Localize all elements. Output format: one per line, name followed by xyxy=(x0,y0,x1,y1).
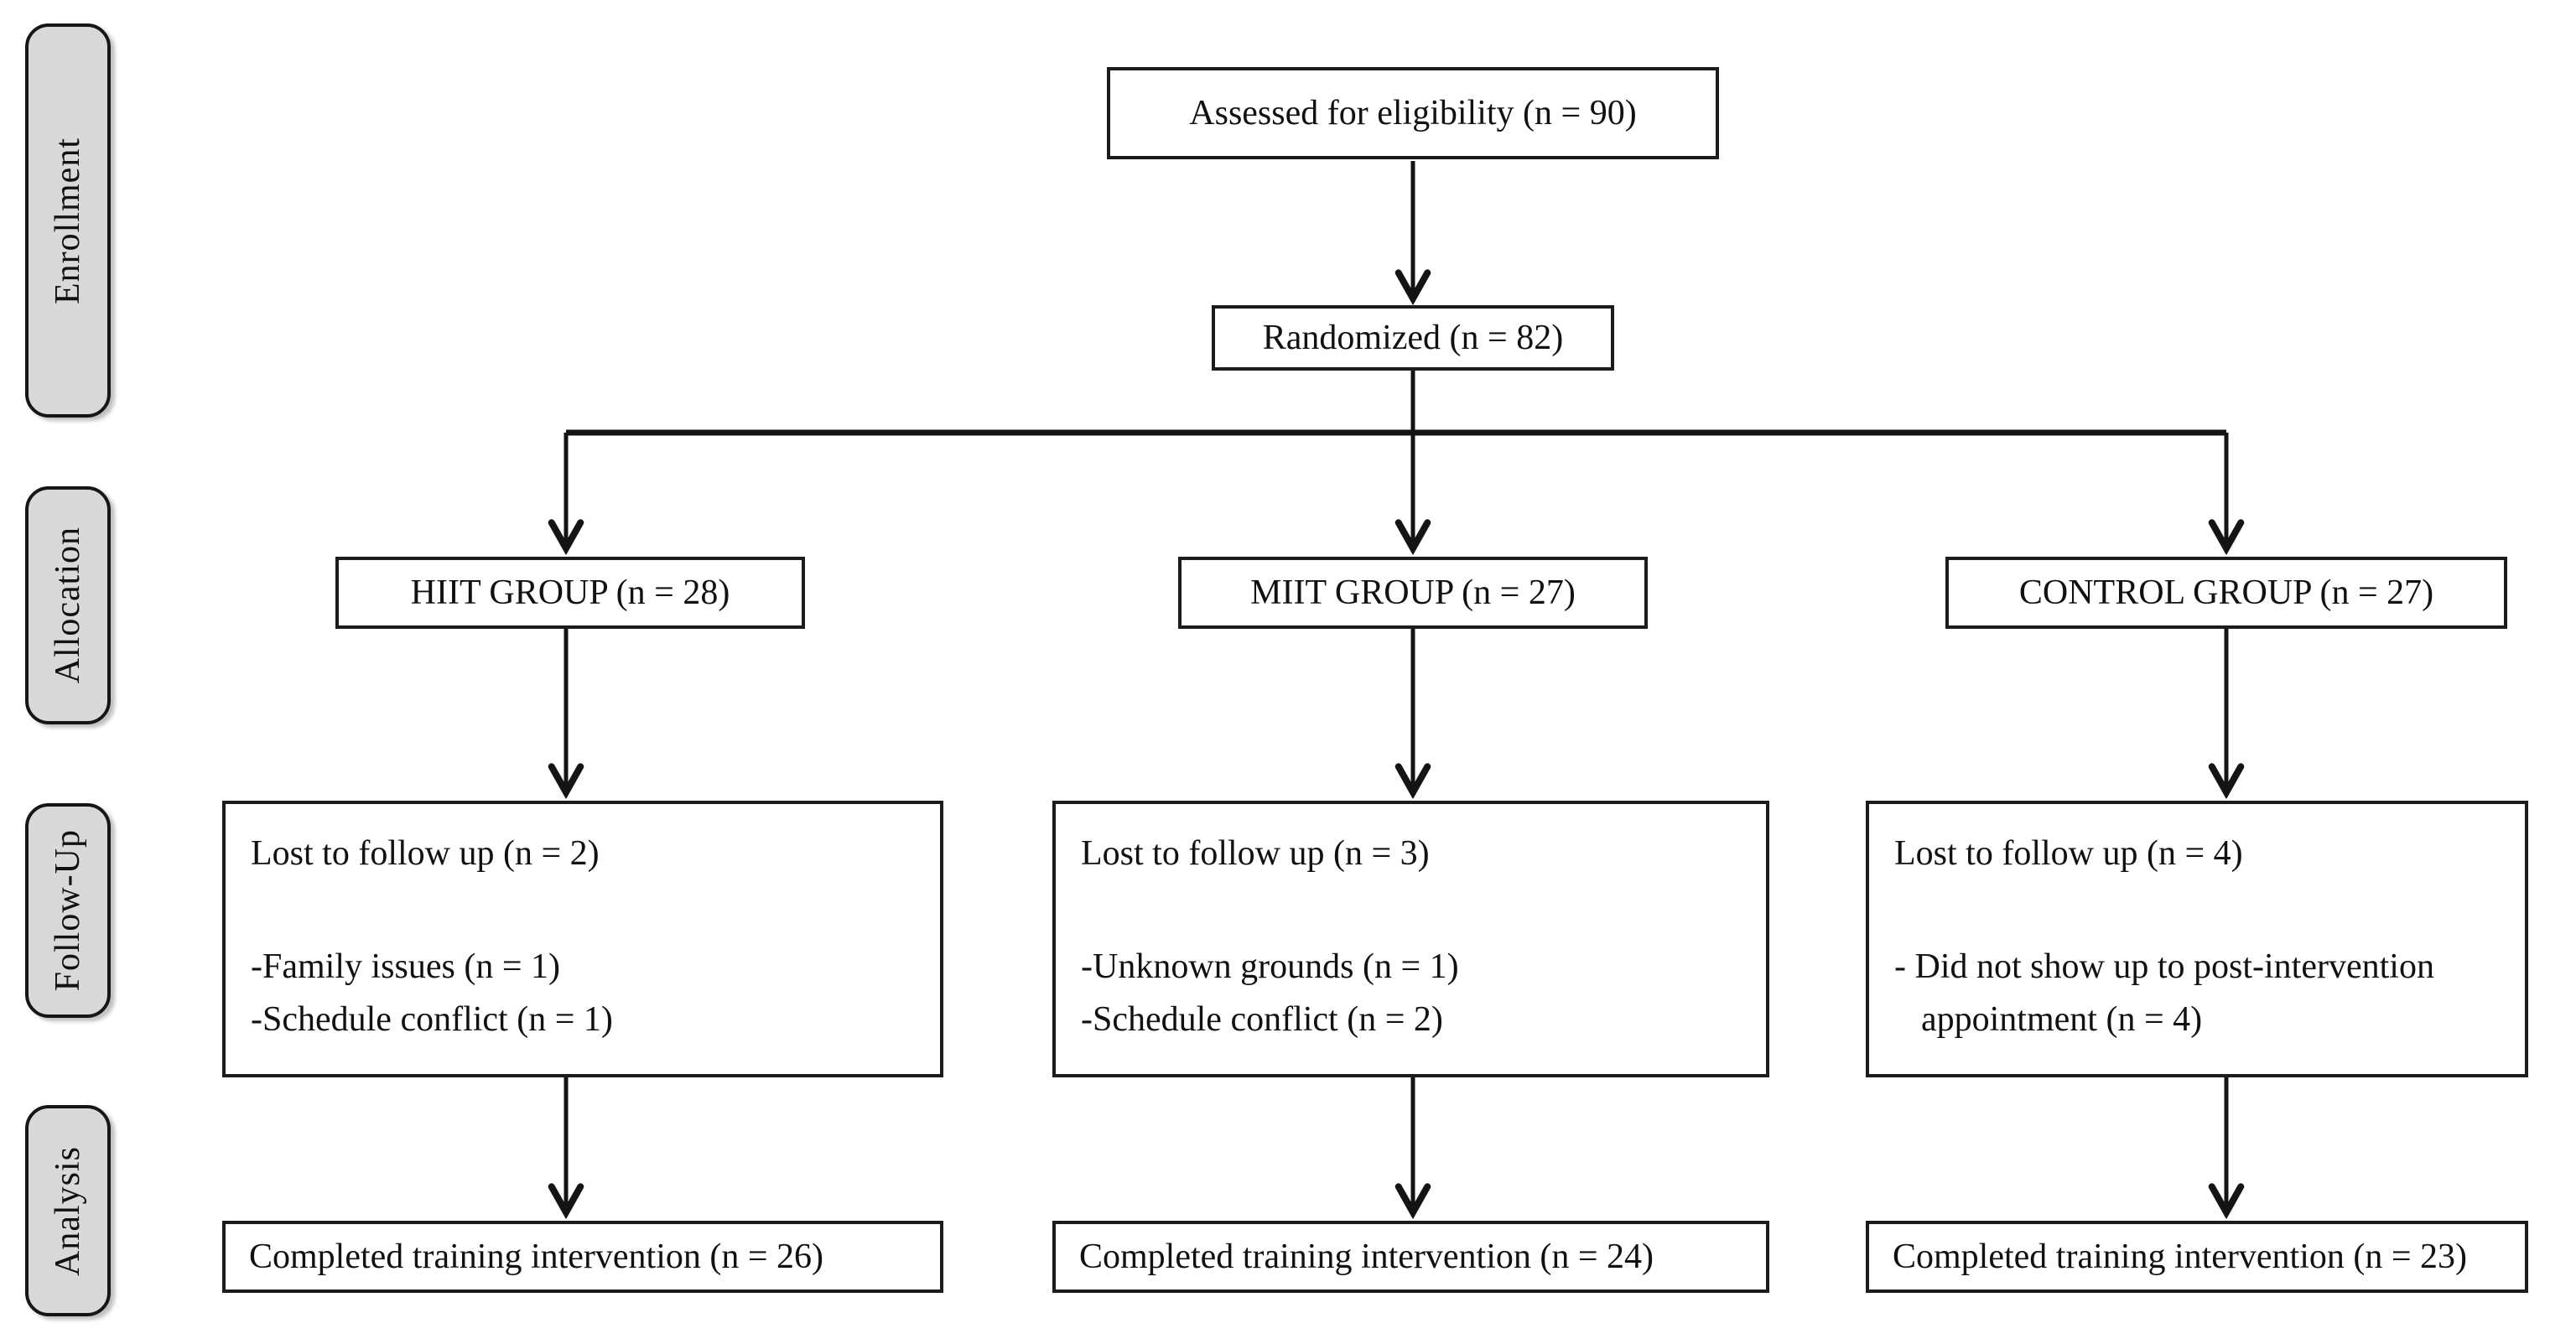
lost-box-control-title: Lost to follow up (n = 4) xyxy=(1894,834,2243,873)
group-box-hiit: HIIT GROUP (n = 28) xyxy=(335,557,805,629)
stage-tab-enrollment-label: Enrollment xyxy=(49,137,87,304)
group-box-control: CONTROL GROUP (n = 27) xyxy=(1945,557,2507,629)
lost-box-miit-reason-2: -Schedule conflict (n = 2) xyxy=(1081,1000,1443,1039)
stage-tab-allocation: Allocation xyxy=(25,486,111,724)
stage-tab-enrollment: Enrollment xyxy=(25,23,111,418)
completed-box-hiit: Completed training intervention (n = 26) xyxy=(222,1221,943,1293)
stage-tab-allocation-label: Allocation xyxy=(49,527,87,684)
group-box-hiit-label: HIIT GROUP (n = 28) xyxy=(410,573,730,612)
lost-box-miit: Lost to follow up (n = 3) -Unknown groun… xyxy=(1052,801,1769,1077)
lost-box-miit-title: Lost to follow up (n = 3) xyxy=(1081,834,1430,873)
completed-box-control-label: Completed training intervention (n = 23) xyxy=(1893,1237,2468,1276)
group-box-miit: MIIT GROUP (n = 27) xyxy=(1178,557,1648,629)
completed-box-miit-label: Completed training intervention (n = 24) xyxy=(1079,1237,1654,1276)
completed-box-miit: Completed training intervention (n = 24) xyxy=(1052,1221,1769,1293)
randomized-label: Randomized (n = 82) xyxy=(1262,318,1564,357)
randomized-box: Randomized (n = 82) xyxy=(1212,305,1614,371)
stage-tab-follow-up: Follow-Up xyxy=(25,803,111,1018)
lost-box-control: Lost to follow up (n = 4) - Did not show… xyxy=(1866,801,2528,1077)
stage-tab-follow-up-label: Follow-Up xyxy=(49,829,87,992)
completed-box-control: Completed training intervention (n = 23) xyxy=(1866,1221,2528,1293)
lost-box-hiit-reason-2: -Schedule conflict (n = 1) xyxy=(251,1000,613,1039)
lost-box-control-reason-1: - Did not show up to post-intervention a… xyxy=(1894,947,2434,1039)
stage-tab-analysis: Analysis xyxy=(25,1105,111,1316)
lost-box-hiit-reason-1: -Family issues (n = 1) xyxy=(251,947,560,986)
assessed-box: Assessed for eligibility (n = 90) xyxy=(1107,67,1719,159)
group-box-control-label: CONTROL GROUP (n = 27) xyxy=(2018,573,2434,612)
lost-box-hiit: Lost to follow up (n = 2) -Family issues… xyxy=(222,801,943,1077)
completed-box-hiit-label: Completed training intervention (n = 26) xyxy=(249,1237,824,1276)
assessed-label: Assessed for eligibility (n = 90) xyxy=(1189,93,1637,132)
lost-box-miit-reason-1: -Unknown grounds (n = 1) xyxy=(1081,947,1459,986)
lost-box-hiit-title: Lost to follow up (n = 2) xyxy=(251,834,600,873)
stage-tab-analysis-label: Analysis xyxy=(49,1145,87,1276)
group-box-miit-label: MIIT GROUP (n = 27) xyxy=(1250,573,1576,612)
